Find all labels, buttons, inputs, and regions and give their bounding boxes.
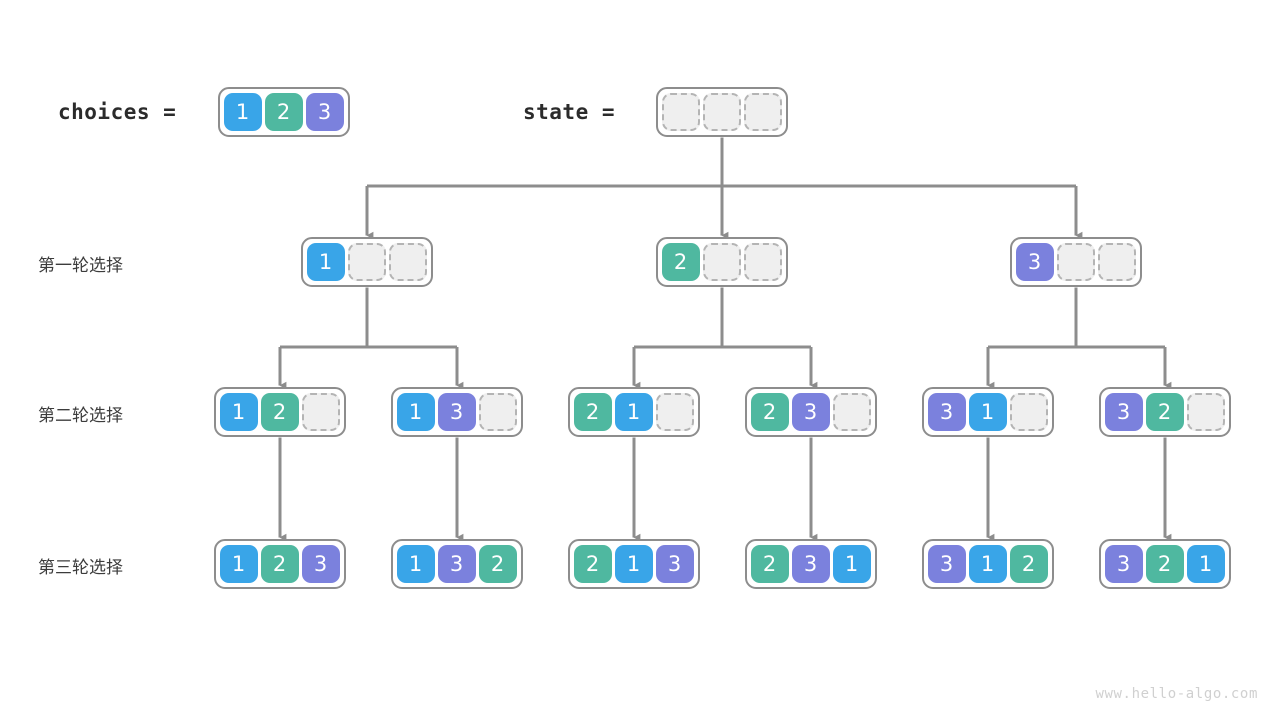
node-round1-1: 2: [655, 236, 788, 287]
value-cell: 3: [927, 544, 966, 583]
empty-slot: [655, 392, 694, 431]
value-cell: 1: [968, 392, 1007, 431]
value-cell: 1: [223, 92, 262, 131]
state-array: [655, 86, 788, 137]
empty-slot: [347, 242, 386, 281]
empty-slot: [702, 242, 741, 281]
value-cell: 1: [614, 392, 653, 431]
value-cell: 3: [1104, 392, 1143, 431]
value-cell: 1: [968, 544, 1007, 583]
value-cell: 3: [305, 92, 344, 131]
value-cell: 3: [1015, 242, 1054, 281]
empty-slot: [1009, 392, 1048, 431]
value-cell: 2: [264, 92, 303, 131]
value-cell: 3: [655, 544, 694, 583]
empty-slot: [301, 392, 340, 431]
value-cell: 3: [301, 544, 340, 583]
value-cell: 2: [573, 392, 612, 431]
value-cell: 3: [437, 392, 476, 431]
empty-slot: [832, 392, 871, 431]
row-label-round2: 第二轮选择: [38, 406, 123, 426]
empty-slot: [1186, 392, 1225, 431]
empty-slot: [1097, 242, 1136, 281]
value-cell: 1: [614, 544, 653, 583]
value-cell: 3: [437, 544, 476, 583]
value-cell: 2: [661, 242, 700, 281]
value-cell: 3: [927, 392, 966, 431]
empty-slot: [743, 92, 782, 131]
value-cell: 3: [791, 392, 830, 431]
value-cell: 1: [219, 544, 258, 583]
node-round1-2: 3: [1009, 236, 1142, 287]
value-cell: 1: [832, 544, 871, 583]
empty-slot: [1056, 242, 1095, 281]
value-cell: 2: [478, 544, 517, 583]
row-label-round3: 第三轮选择: [38, 558, 123, 578]
value-cell: 2: [1009, 544, 1048, 583]
site-watermark: www.hello-algo.com: [1095, 686, 1258, 702]
state-label: state =: [523, 100, 616, 124]
value-cell: 2: [1145, 544, 1184, 583]
value-cell: 2: [260, 392, 299, 431]
value-cell: 2: [573, 544, 612, 583]
value-cell: 1: [1186, 544, 1225, 583]
value-cell: 3: [791, 544, 830, 583]
value-cell: 2: [750, 544, 789, 583]
node-round1-0: 1: [300, 236, 433, 287]
value-cell: 1: [396, 392, 435, 431]
value-cell: 1: [396, 544, 435, 583]
value-cell: 2: [1145, 392, 1184, 431]
value-cell: 1: [219, 392, 258, 431]
empty-slot: [478, 392, 517, 431]
empty-slot: [388, 242, 427, 281]
empty-slot: [702, 92, 741, 131]
value-cell: 1: [306, 242, 345, 281]
empty-slot: [743, 242, 782, 281]
value-cell: 2: [260, 544, 299, 583]
value-cell: 2: [750, 392, 789, 431]
row-label-round1: 第一轮选择: [38, 256, 123, 276]
value-cell: 3: [1104, 544, 1143, 583]
choices-label: choices =: [58, 100, 177, 124]
empty-slot: [661, 92, 700, 131]
